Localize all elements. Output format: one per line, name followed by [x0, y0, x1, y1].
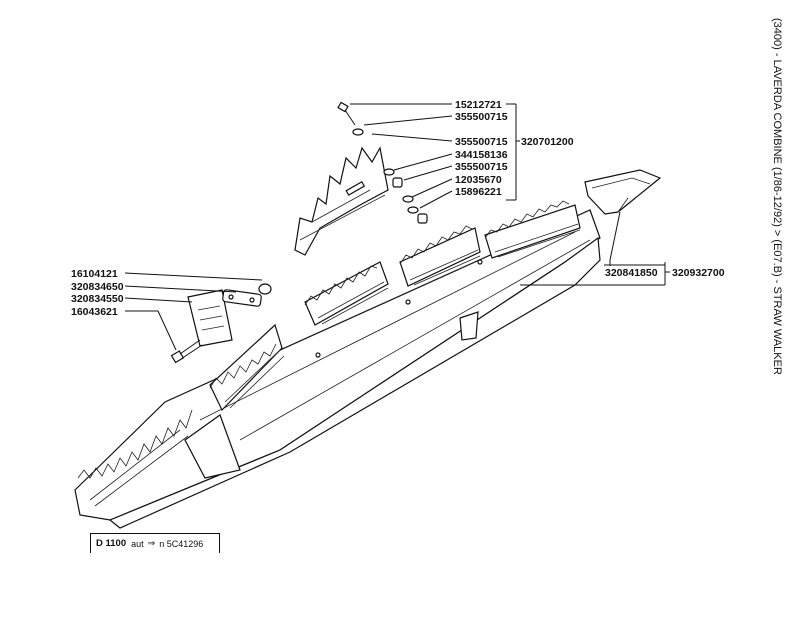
label-320701200: 320701200 [521, 136, 574, 148]
label-16043621: 16043621 [71, 306, 118, 318]
note-suffix: aut [131, 538, 144, 549]
leader-lines [124, 103, 670, 351]
label-355500715-a: 355500715 [455, 111, 508, 123]
hardware-left [170, 283, 272, 364]
note-model: D 1100 [96, 538, 127, 549]
label-320932700: 320932700 [672, 267, 725, 279]
part-labels: 15212721 355500715 355500715 344158136 3… [71, 99, 725, 318]
label-320834550: 320834550 [71, 293, 124, 305]
toothed-plate [294, 146, 389, 256]
arrow-icon: ⇒ [147, 538, 156, 548]
label-320834650: 320834650 [71, 281, 124, 293]
page-title: (3400) - LAVERDA COMBINE (1/86-12/92) > … [771, 18, 783, 375]
label-16104121: 16104121 [71, 268, 118, 280]
label-355500715-b: 355500715 [455, 136, 508, 148]
label-12035670: 12035670 [455, 174, 502, 186]
label-344158136: 344158136 [455, 149, 508, 161]
label-355500715-c: 355500715 [455, 161, 508, 173]
note-serial: n 5C41296 [159, 538, 204, 549]
hardware-top [337, 101, 428, 224]
straw-walker [74, 200, 601, 529]
spout-part [584, 169, 662, 215]
serial-note: D 1100 aut ⇒ n 5C41296 [90, 533, 220, 553]
label-320841850: 320841850 [605, 267, 658, 279]
label-15896221: 15896221 [455, 186, 502, 198]
label-15212721: 15212721 [455, 99, 502, 111]
